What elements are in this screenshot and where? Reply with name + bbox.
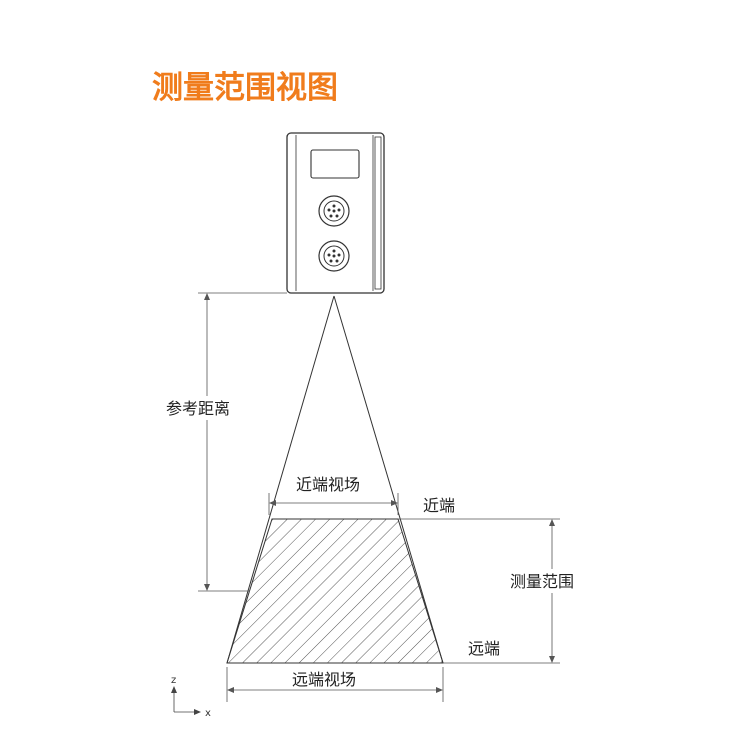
measuring-range-area [226,518,444,664]
axes-indicator [171,686,201,715]
far-end-label: 远端 [468,639,500,658]
beam-cone [226,295,444,664]
sensor-device [286,132,385,294]
reference-distance-label: 参考距离 [166,399,230,418]
device-display-window [310,149,360,179]
connector-port-icon [318,195,350,227]
axis-z-label: z [171,675,176,686]
far-fov-dimension [226,667,444,702]
page-title: 测量范围视图 [152,70,338,106]
far-fov-label: 远端视场 [292,670,356,689]
connector-port-icon [318,240,350,272]
reference-distance-dimension [198,292,287,592]
near-fov-dimension [268,493,399,515]
measuring-range-label: 测量范围 [510,572,574,591]
device-right-rail [374,136,382,290]
axis-x-label: x [205,708,211,719]
near-fov-label: 近端视场 [296,475,360,494]
beam-left-edge [226,295,335,664]
beam-right-edge [333,295,444,664]
near-end-label: 近端 [423,496,455,515]
